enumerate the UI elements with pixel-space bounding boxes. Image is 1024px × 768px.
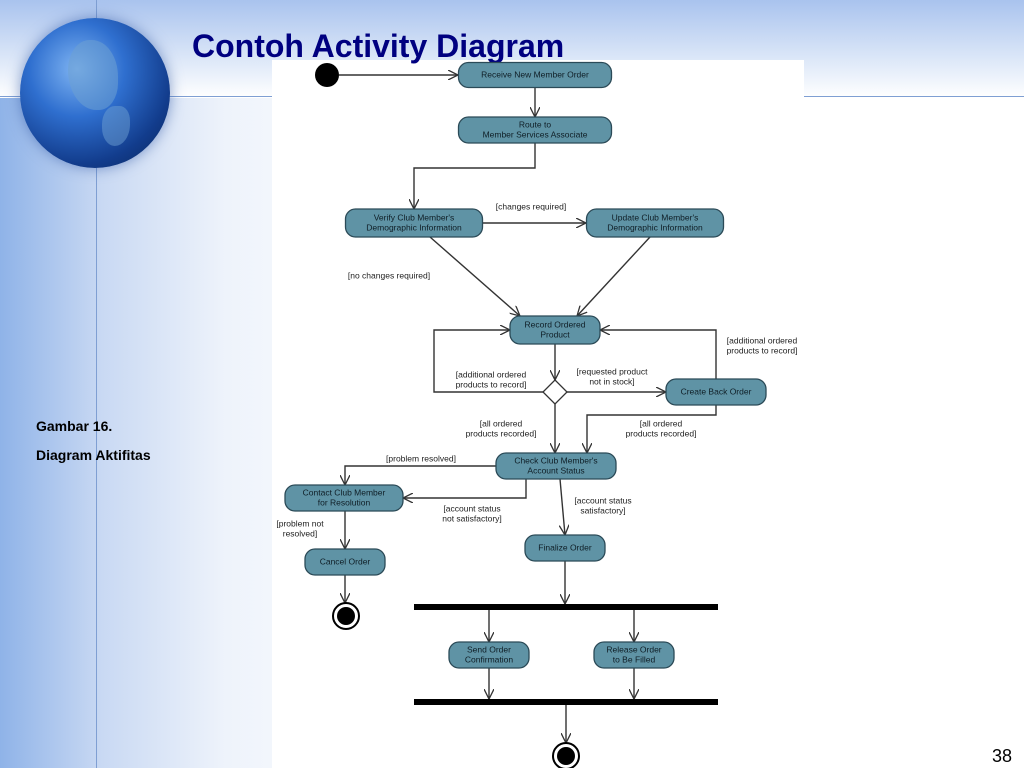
action-label-verify: Demographic Information — [366, 222, 462, 232]
action-label-receive: Receive New Member Order — [481, 69, 589, 79]
action-label-route: Route to — [519, 119, 551, 129]
action-label-verify: Verify Club Member's — [374, 212, 455, 222]
action-node-backorder — [665, 378, 767, 406]
guard-label-problem-not-resolved: [problem not — [276, 518, 324, 528]
guard-label-changes-required: [changes required] — [496, 201, 566, 211]
slide-title: Contoh Activity Diagram — [192, 28, 565, 64]
action-node-send — [448, 641, 530, 669]
final-node-center — [337, 607, 355, 625]
action-node-record — [509, 315, 601, 345]
globe-logo — [20, 18, 170, 168]
control-flow-edge — [577, 236, 651, 316]
control-flow-edge — [433, 330, 543, 393]
action-node-release — [593, 641, 675, 669]
action-label-send: Send Order — [467, 644, 511, 654]
guard-label-additional-right: products to record] — [727, 345, 798, 355]
action-label-contact: Contact Club Member — [303, 487, 386, 497]
action-label-finalize: Finalize Order — [538, 542, 592, 552]
guard-label-account-not-satisfactory: not satisfactory] — [442, 513, 502, 523]
control-flow-edge — [403, 479, 527, 498]
action-label-record: Record Ordered — [525, 319, 586, 329]
action-node-update — [585, 208, 725, 238]
control-flow-edge — [587, 405, 717, 453]
guard-label-account-not-satisfactory: [account status — [443, 503, 500, 513]
action-node-receive — [457, 61, 613, 89]
control-flow-edge — [560, 478, 565, 535]
action-label-check: Check Club Member's — [514, 455, 597, 465]
guard-label-problem-resolved: [problem resolved] — [386, 453, 456, 463]
decision-node — [542, 379, 568, 405]
guard-label-all-recorded-right: products recorded] — [626, 428, 697, 438]
action-label-record: Product — [540, 329, 570, 339]
action-node-finalize — [524, 534, 606, 562]
action-label-send: Confirmation — [465, 654, 513, 664]
guard-label-additional-left: [additional ordered — [456, 369, 527, 379]
globe-landmass — [102, 106, 130, 146]
globe-landmass — [68, 40, 118, 110]
action-label-contact: for Resolution — [318, 497, 371, 507]
page-number: 38 — [991, 746, 1012, 766]
action-label-route: Member Services Associate — [483, 129, 588, 139]
action-label-check: Account Status — [527, 465, 584, 475]
guard-label-all-recorded-left: products recorded] — [466, 428, 537, 438]
action-node-verify — [344, 208, 484, 238]
action-label-release: to Be Filled — [613, 654, 656, 664]
guard-label-additional-right: [additional ordered — [727, 335, 798, 345]
figure-caption-title: Diagram Aktifitas — [36, 447, 151, 463]
guard-label-requested-not-in-stock: [requested product — [577, 366, 649, 376]
initial-node — [315, 63, 339, 87]
guard-label-requested-not-in-stock: not in stock] — [589, 376, 634, 386]
control-flow-edge — [345, 465, 496, 485]
guard-label-no-changes-required: [no changes required] — [348, 270, 430, 280]
figure-caption-number: Gambar 16. — [36, 418, 113, 434]
final-node-center — [557, 747, 575, 765]
sidebar-divider-line — [96, 0, 97, 768]
guard-label-additional-left: products to record] — [456, 379, 527, 389]
action-node-cancel — [304, 548, 386, 576]
guard-label-account-satisfactory: satisfactory] — [580, 505, 625, 515]
action-label-backorder: Create Back Order — [681, 386, 752, 396]
fork-bar — [414, 604, 718, 610]
guard-label-all-recorded-right: [all ordered — [640, 418, 683, 428]
guard-label-problem-not-resolved: resolved] — [283, 528, 318, 538]
action-label-update: Demographic Information — [607, 222, 703, 232]
guard-label-account-satisfactory: [account status — [574, 495, 631, 505]
control-flow-edge — [429, 236, 520, 316]
action-node-check — [495, 452, 617, 480]
guard-label-all-recorded-left: [all ordered — [480, 418, 523, 428]
action-label-release: Release Order — [606, 644, 661, 654]
control-flow-edge — [600, 330, 717, 379]
action-label-update: Update Club Member's — [612, 212, 699, 222]
action-node-contact — [284, 484, 404, 512]
action-label-cancel: Cancel Order — [320, 556, 371, 566]
join-bar — [414, 699, 718, 705]
control-flow-edge — [414, 143, 536, 209]
action-node-route — [457, 116, 613, 144]
